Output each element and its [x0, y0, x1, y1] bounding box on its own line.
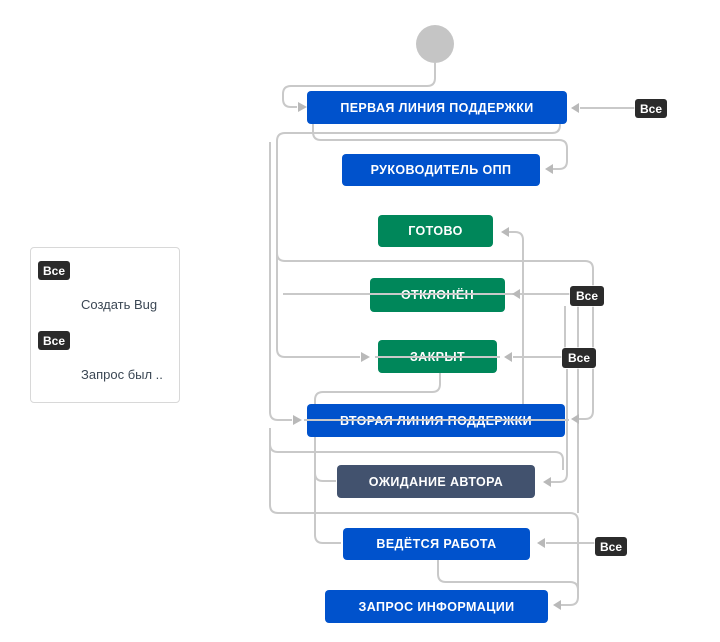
status-declined[interactable]: ОТКЛОНЁН [370, 278, 505, 312]
panel-all-badge-1[interactable]: Все [38, 331, 71, 350]
status-waiting-for-author[interactable]: ОЖИДАНИЕ АВТОРА [337, 465, 535, 498]
connector [269, 142, 292, 421]
arrow-icon [543, 477, 551, 487]
arrow-icon [361, 352, 370, 362]
arrow-icon [293, 415, 302, 425]
status-second-line-support[interactable]: ВТОРАЯ ЛИНИЯ ПОДДЕРЖКИ [307, 404, 565, 437]
status-info-request[interactable]: ЗАПРОС ИНФОРМАЦИИ [325, 590, 548, 623]
arrow-icon [545, 164, 553, 174]
connector [509, 231, 524, 404]
all-transitions-badge-first-line-support[interactable]: Все [635, 99, 668, 118]
all-transitions-badge-closed[interactable]: Все [562, 348, 596, 368]
arrow-icon [571, 414, 579, 424]
status-first-line-support[interactable]: ПЕРВАЯ ЛИНИЯ ПОДДЕРЖКИ [307, 91, 567, 124]
arrow-icon [504, 352, 512, 362]
all-transitions-badge-work-in-progress[interactable]: Все [595, 537, 628, 556]
status-work-in-progress[interactable]: ВЕДЁТСЯ РАБОТА [343, 528, 530, 560]
status-closed[interactable]: ЗАКРЫТ [378, 340, 497, 373]
status-opp-manager[interactable]: РУКОВОДИТЕЛЬ ОПП [342, 154, 540, 186]
arrow-icon [537, 538, 545, 548]
arrow-icon [298, 102, 307, 112]
arrow-icon [501, 227, 509, 237]
arrow-icon [571, 103, 579, 113]
panel-all-badge-0[interactable]: Все [38, 261, 71, 280]
all-transitions-badge-declined[interactable]: Все [570, 286, 604, 306]
connector [269, 428, 579, 606]
panel-transition-name-1[interactable]: Запрос был .. [78, 367, 166, 382]
arrow-icon [512, 289, 520, 299]
initial-node[interactable] [416, 25, 454, 63]
status-done[interactable]: ГОТОВО [378, 215, 493, 247]
panel-transition-name-0[interactable]: Создать Bug [78, 297, 161, 312]
arrow-icon [553, 600, 561, 610]
connector [437, 560, 579, 594]
